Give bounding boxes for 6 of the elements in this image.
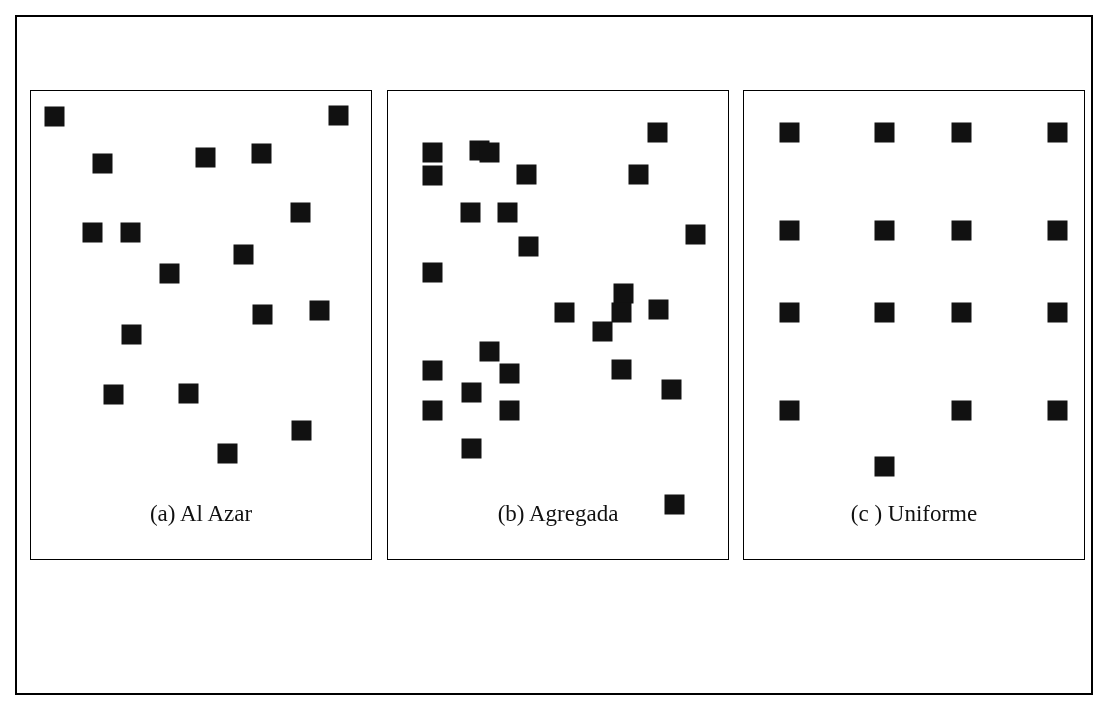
diagram-panel [387,90,729,560]
panel-caption: (a) Al Azar [149,501,253,526]
diagram-panel [743,90,1085,560]
diagram-panel [30,90,372,560]
panel-caption: (c ) Uniforme [850,501,978,526]
panel-caption: (b) Agregada [497,501,619,526]
